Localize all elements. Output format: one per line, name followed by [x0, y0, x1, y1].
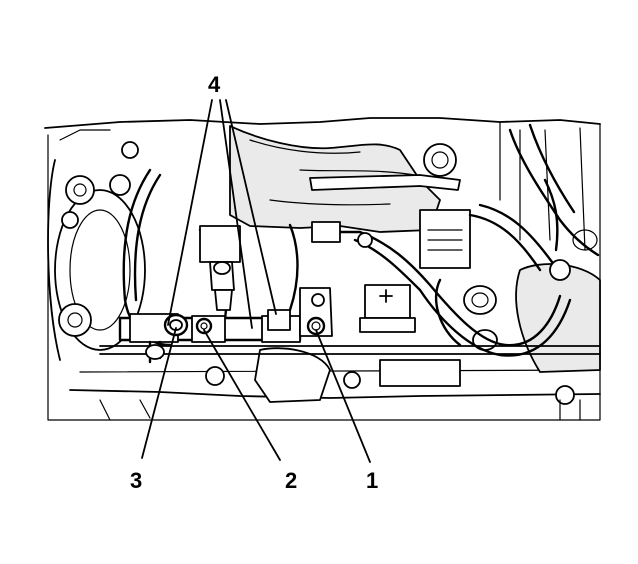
- injector-assembly: [199, 225, 241, 311]
- leader-4b: [219, 99, 253, 329]
- leader-2: [203, 329, 281, 461]
- callout-labels: 4 3 2 1: [130, 72, 378, 493]
- callout-3: 3: [130, 468, 142, 493]
- sensor-connector: [359, 284, 416, 333]
- clip-4: [267, 309, 291, 331]
- leader-3: [141, 327, 177, 459]
- callout-4: 4: [208, 72, 221, 97]
- leader-1: [315, 329, 371, 463]
- leader-lines: [141, 99, 371, 463]
- leader-4a: [167, 99, 213, 326]
- engine-block: [44, 117, 601, 421]
- callout-2: 2: [285, 468, 297, 493]
- callout-1: 1: [366, 468, 378, 493]
- bolt-2: [195, 317, 213, 335]
- leader-4c: [225, 99, 277, 315]
